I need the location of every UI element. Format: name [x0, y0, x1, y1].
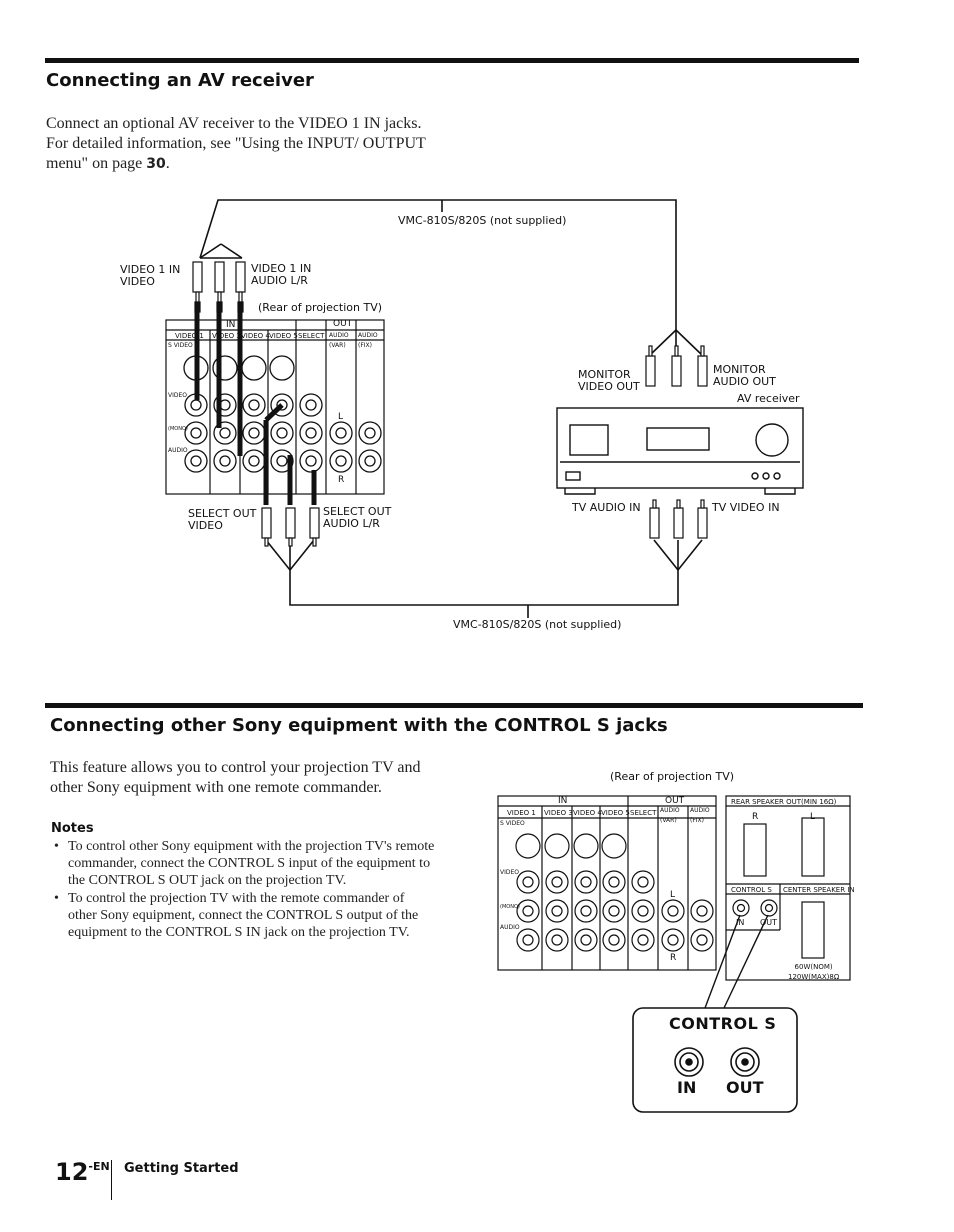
label-tv-video-in: TV VIDEO IN	[712, 501, 780, 514]
section-title-av-receiver: Connecting an AV receiver	[46, 70, 314, 91]
panel1-col-audio-var: AUDIO (VAR)	[329, 332, 349, 349]
label-rear-projection-2: (Rear of projection TV)	[610, 770, 735, 783]
footer-divider	[111, 1160, 112, 1200]
callout-in: IN	[677, 1078, 697, 1097]
page-number-suffix: -EN	[88, 1160, 110, 1173]
panel1-col-video4: VIDEO 4	[241, 332, 270, 340]
panel2-col-audio-fix: AUDIO (FIX)	[690, 807, 710, 824]
section-rule-top	[45, 58, 859, 63]
panel2-in: IN	[558, 796, 568, 806]
panel1-col-audio-fix: AUDIO (FIX)	[358, 332, 378, 349]
panel2-col-select: SELECT	[630, 809, 657, 817]
control-s-callout	[632, 1007, 798, 1113]
panel1-cables	[194, 312, 317, 505]
label-speaker-r: R	[752, 812, 759, 822]
label-av-receiver: AV receiver	[737, 392, 800, 405]
section-title-control-s: Connecting other Sony equipment with the…	[50, 715, 668, 736]
label-center-speaker-in: CENTER SPEAKER IN	[783, 886, 855, 894]
label-video1-in-video: VIDEO 1 IN VIDEO	[120, 263, 181, 288]
panel1-out: OUT	[333, 319, 353, 329]
label-rear-projection-1: (Rear of projection TV)	[258, 301, 383, 314]
label-control-s-small: CONTROL S	[731, 886, 772, 894]
notes-list: To control other Sony equipment with the…	[50, 838, 435, 942]
panel1-col-video5: VIDEO 5	[269, 332, 298, 340]
panel2-video: VIDEO	[500, 869, 520, 876]
page-number: 12-EN	[55, 1158, 110, 1186]
label-video1-in-audio: VIDEO 1 IN AUDIO L/R	[251, 262, 312, 287]
panel1-l: L	[338, 412, 344, 422]
panel2-col-audio-var: AUDIO (VAR)	[660, 807, 680, 824]
panel2-jacks	[515, 833, 714, 952]
panel1-mono: (MONO)	[168, 426, 188, 432]
label-monitor-audio-out: MONITOR AUDIO OUT	[713, 363, 776, 388]
panel2-r: R	[670, 953, 677, 963]
panel1-video: VIDEO	[168, 392, 188, 399]
rear-panel-2	[497, 795, 717, 971]
panel2-mono: (MONO)	[500, 904, 520, 910]
label-rear-speaker-out: REAR SPEAKER OUT(MIN 16Ω)	[731, 798, 837, 806]
label-select-out-video: SELECT OUT VIDEO	[188, 507, 257, 532]
panel2-audio: AUDIO	[500, 924, 520, 931]
panel2-out: OUT	[665, 796, 685, 806]
panel1-col-select: SELECT	[298, 332, 325, 340]
cable-label-bottom: VMC-810S/820S (not supplied)	[453, 618, 622, 631]
intro-end: .	[165, 155, 170, 172]
panel2-col-video5: VIDEO 5	[601, 809, 630, 817]
label-monitor-video-out: MONITOR VIDEO OUT	[578, 368, 640, 393]
panel1-s-video: S VIDEO	[168, 342, 193, 349]
plug-group-tv-in	[649, 499, 708, 539]
page-number-value: 12	[55, 1158, 89, 1186]
panel1-audio: AUDIO	[168, 447, 188, 454]
notes-heading: Notes	[51, 821, 94, 836]
intro-text: Connect an optional AV receiver to the V…	[46, 115, 426, 172]
section-rule-middle	[45, 703, 863, 708]
panel2-col-video1: VIDEO 1	[507, 809, 536, 817]
callout-title: CONTROL S	[669, 1014, 777, 1033]
panel2-col-video4: VIDEO 4	[573, 809, 602, 817]
label-control-s-in-small: IN	[736, 918, 745, 927]
panel2-l: L	[670, 890, 676, 900]
panel1-in: IN	[226, 320, 236, 330]
label-control-s-out-small: OUT	[760, 918, 778, 927]
note-item: To control other Sony equipment with the…	[50, 838, 435, 889]
cable-label-top: VMC-810S/820S (not supplied)	[398, 214, 567, 227]
plug-group-monitor	[645, 345, 708, 387]
av-receiver-intro: Connect an optional AV receiver to the V…	[46, 114, 446, 174]
panel1-jacks	[183, 355, 382, 473]
control-s-intro: This feature allows you to control your …	[50, 759, 421, 796]
panel1-r: R	[338, 475, 345, 485]
page-ref: 30	[146, 156, 166, 172]
note-item: To control the projection TV with the re…	[50, 890, 435, 941]
footer-section: Getting Started	[124, 1161, 239, 1176]
callout-out: OUT	[726, 1078, 764, 1097]
label-tv-audio-in: TV AUDIO IN	[572, 501, 641, 514]
plug-group-select-out	[261, 507, 320, 547]
panel1-col-video3: VIDEO 3	[212, 332, 241, 340]
av-receiver-unit	[556, 407, 804, 495]
av-receiver-diagram	[165, 199, 804, 618]
panel2-s-video: S VIDEO	[500, 820, 525, 827]
panel1-col-video1: VIDEO 1	[175, 332, 204, 340]
label-speaker-watts: 60W(NOM) 120W(MAX)8Ω	[788, 963, 840, 981]
panel2-col-video3: VIDEO 3	[544, 809, 573, 817]
speaker-panel	[725, 795, 851, 981]
label-select-out-audio: SELECT OUT AUDIO L/R	[323, 505, 392, 530]
label-speaker-l: L	[810, 812, 816, 822]
